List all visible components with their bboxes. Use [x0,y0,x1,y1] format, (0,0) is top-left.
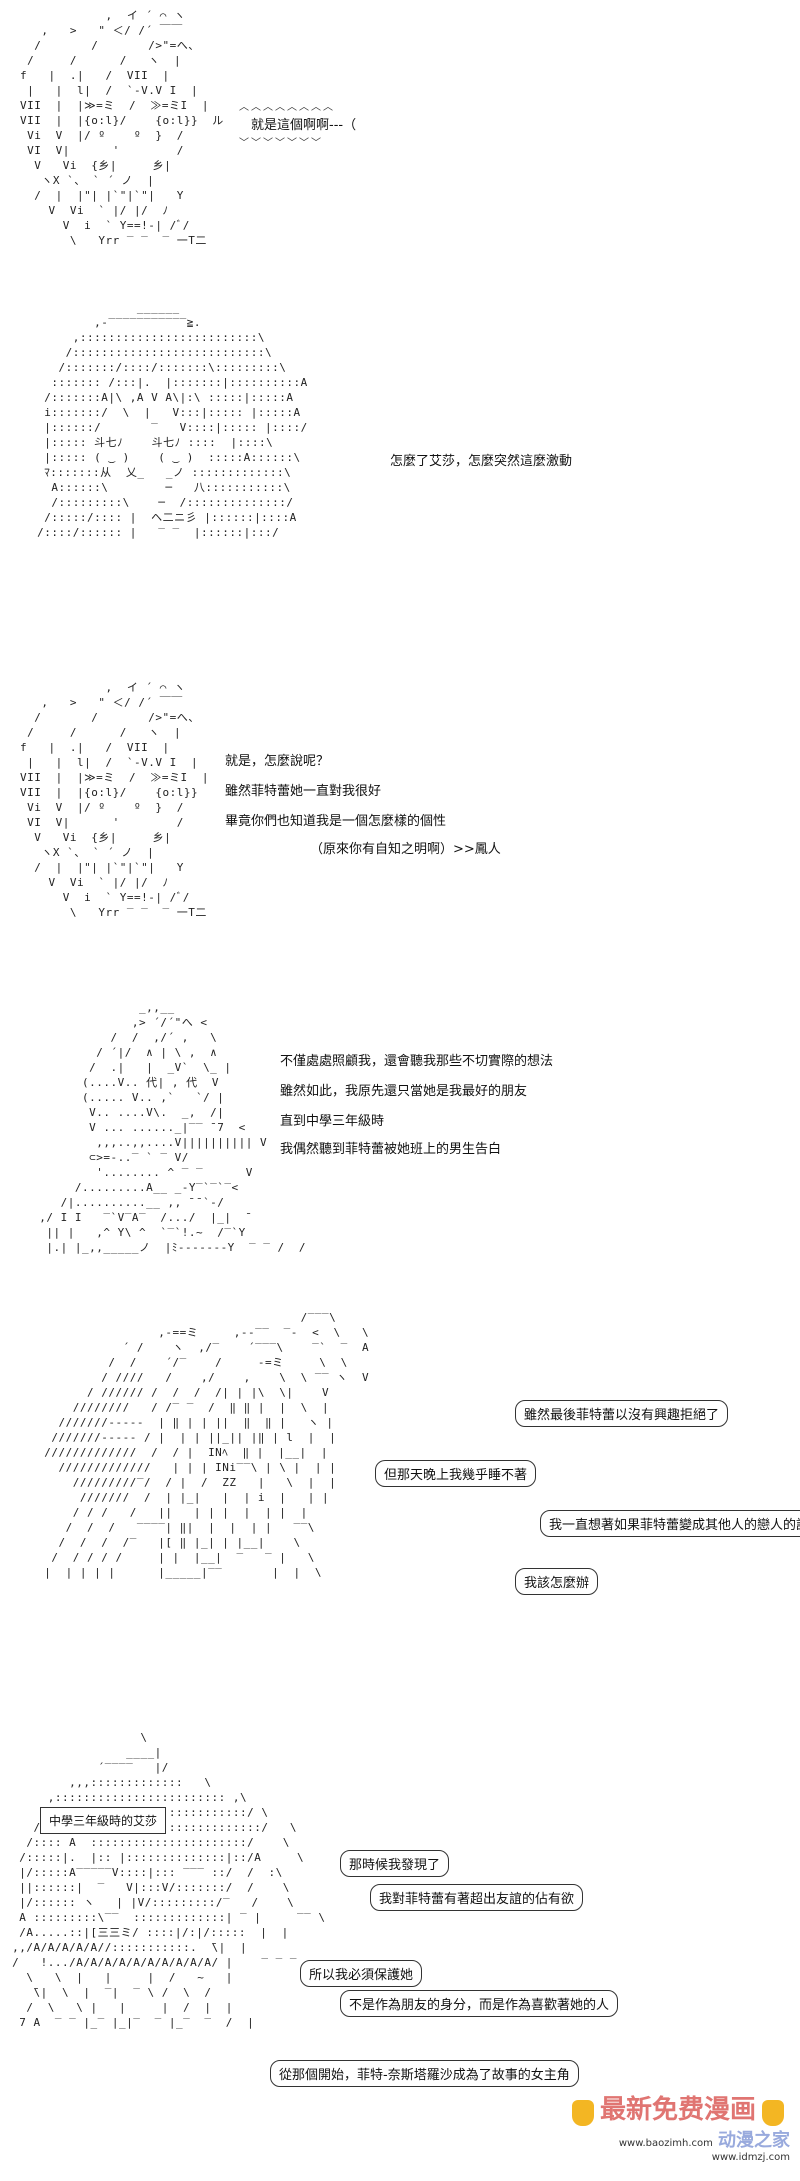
speech-bubble: 我一直想著如果菲特蕾變成其他人的戀人的話 [540,1510,800,1537]
speech-bubble: 雖然最後菲特蕾以沒有興趣拒絕了 [515,1400,729,1427]
panel-4: _,,__ ,> ´/´"へ < / / ,/´ , \ / ´|/ ∧ | \… [0,1000,800,1300]
speech-bubble: 那時候我發現了 [340,1850,450,1877]
dialogue-line: 我偶然聽到菲特蕾被她班上的男生告白 [280,1142,502,1157]
dialogue-line: 雖然菲特蕾她一直對我很好 [225,784,382,799]
panel-6: \ ____| ´‾‾‾‾ |/ ,,,::::::::::::: \ ,:::… [0,1730,800,2181]
speech-bubble: 不是作為朋友的身分，而是作為喜歡著她的人 [340,1990,619,2017]
speech-bubble: 我該怎麼辦 [515,1568,599,1595]
dialogue-line: 不僅處處照顧我，還會聽我那些不切實際的想法 [280,1054,554,1069]
watermark: 最新免费漫画 www.baozimh.com 动漫之家 www.idmzj.co… [566,2089,790,2163]
panel-1: , イ ´ ⌒ ヽ , > " ＜/ /´ ￣￣ / / />"=へ、 / / … [0,0,800,247]
ascii-art-figure: ______ ,-‾‾‾‾‾‾‾‾‾‾‾≧. ,::::::::::::::::… [37,301,308,539]
dialogue-line: 雖然如此，我原先還只當她是我最好的朋友 [280,1084,528,1099]
watermark-sub: www.baozimh.com 动漫之家 [618,2130,790,2151]
speech-bubble: 所以我必須保護她 [300,1960,423,1987]
shout-bubble: 就是這個啊啊---（ [235,98,372,149]
ascii-art-figure: , イ ´ ⌒ ヽ , > " ＜/ /´ ￣￣ / / />"=へ、 / / … [20,681,209,919]
caption-box: 中學三年級時的艾莎 [40,1807,167,1834]
ascii-art-figure: _,,__ ,> ´/´"へ < / / ,/´ , \ / ´|/ ∧ | \… [39,1001,307,1254]
dialogue-line: 怎麼了艾莎，怎麼突然這麼激動 [390,454,573,469]
dialogue-line: 直到中學三年級時 [280,1114,385,1129]
dialogue-line: 畢竟你們也知道我是一個怎麼樣的個性 [225,814,447,829]
pointing-finger-icon [571,2100,594,2126]
ascii-art-figure: \ ____| ´‾‾‾‾ |/ ,,,::::::::::::: \ ,:::… [12,1731,326,2029]
speech-bubble: 我對菲特蕾有著超出友誼的佔有欲 [370,1884,584,1911]
ascii-art-figure: /‾‾‾\ ,-==ミ ,--‾‾ ‾- < \ \ ´ / ヽ ,/‾ ´‾‾… [44,1311,370,1579]
speech-bubble: 但那天晚上我幾乎睡不著 [375,1460,537,1487]
watermark-url: www.idmzj.com [711,2152,790,2163]
watermark-title: 最新免费漫画 [566,2089,790,2126]
dialogue-line: 就是，怎麼說呢？ [225,754,330,769]
panel-5: /‾‾‾\ ,-==ミ ,--‾‾ ‾- < \ \ ´ / ヽ ,/‾ ´‾‾… [0,1310,800,1730]
pointing-finger-icon [762,2100,784,2126]
ascii-art-figure: , イ ´ ⌒ ヽ , > " ＜/ /´ ￣￣ / / />"=へ、 / / … [20,9,224,247]
dialogue-line: （原來你有自知之明啊）>>鳳人 [310,842,501,857]
panel-3: , イ ´ ⌒ ヽ , > " ＜/ /´ ￣￣ / / />"=へ、 / / … [0,680,800,1000]
speech-bubble: 從那個開始，菲特-奈斯塔羅沙成為了故事的女主角 [270,2060,579,2087]
panel-2: ______ ,-‾‾‾‾‾‾‾‾‾‾‾≧. ,::::::::::::::::… [0,300,800,660]
